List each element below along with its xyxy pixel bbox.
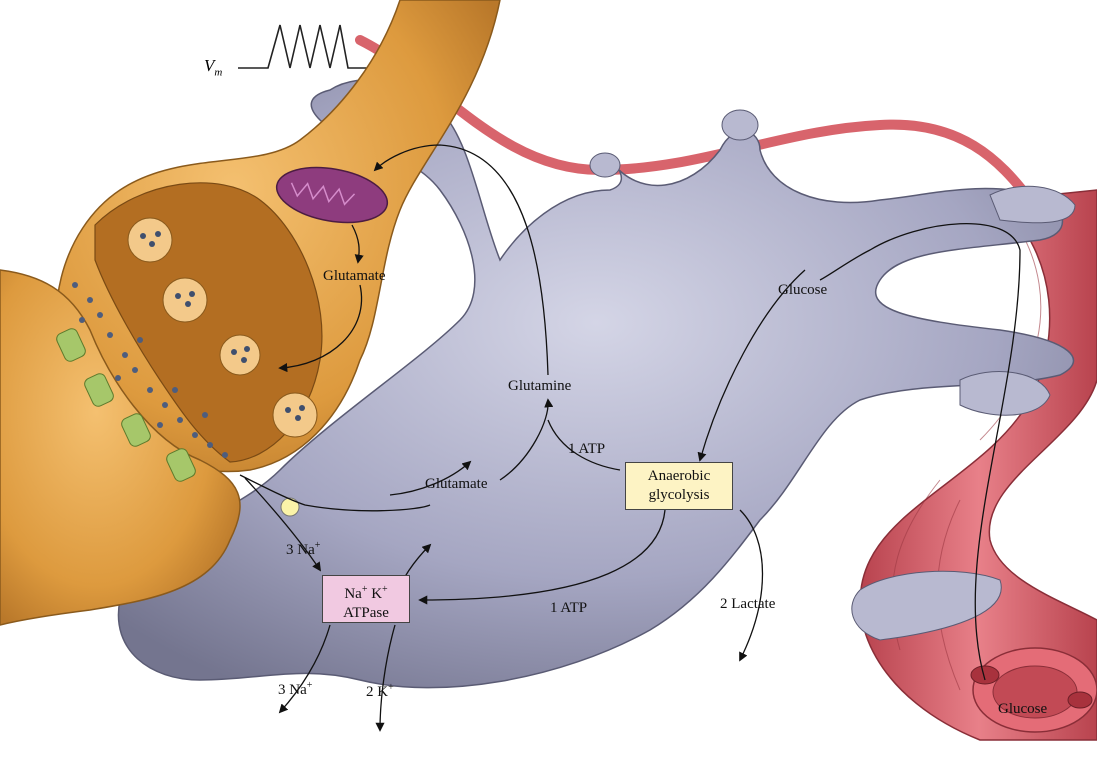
potassium-in-label: 2 K+ [366,682,394,701]
na-k-atpase-box: Na+ K+ ATPase [322,575,410,623]
glycolysis-line1: Anaerobic [634,467,724,486]
glucose-label-astrocyte: Glucose [778,282,827,299]
glutamate-label-astrocyte: Glutamate [425,476,487,493]
lactate-label: 2 Lactate [720,596,775,613]
pump-line1: Na+ K+ [323,580,409,604]
blood-vessel [860,190,1097,740]
atp-label-lower: 1 ATP [550,600,587,617]
atp-label-upper: 1 ATP [568,441,605,458]
pump-line2: ATPase [323,604,409,623]
sodium-in-label: 3 Na+ [286,540,320,559]
sodium-out-label: 3 Na+ [278,680,312,699]
glutamate-label-neuron: Glutamate [323,268,385,285]
membrane-potential-label: Vm [204,56,222,78]
glucose-label-vessel: Glucose [998,701,1047,718]
glycolysis-line2: glycolysis [634,486,724,505]
glutamate-transporter [281,498,299,516]
glutamine-label: Glutamine [508,378,571,395]
anaerobic-glycolysis-box: Anaerobic glycolysis [625,462,733,510]
